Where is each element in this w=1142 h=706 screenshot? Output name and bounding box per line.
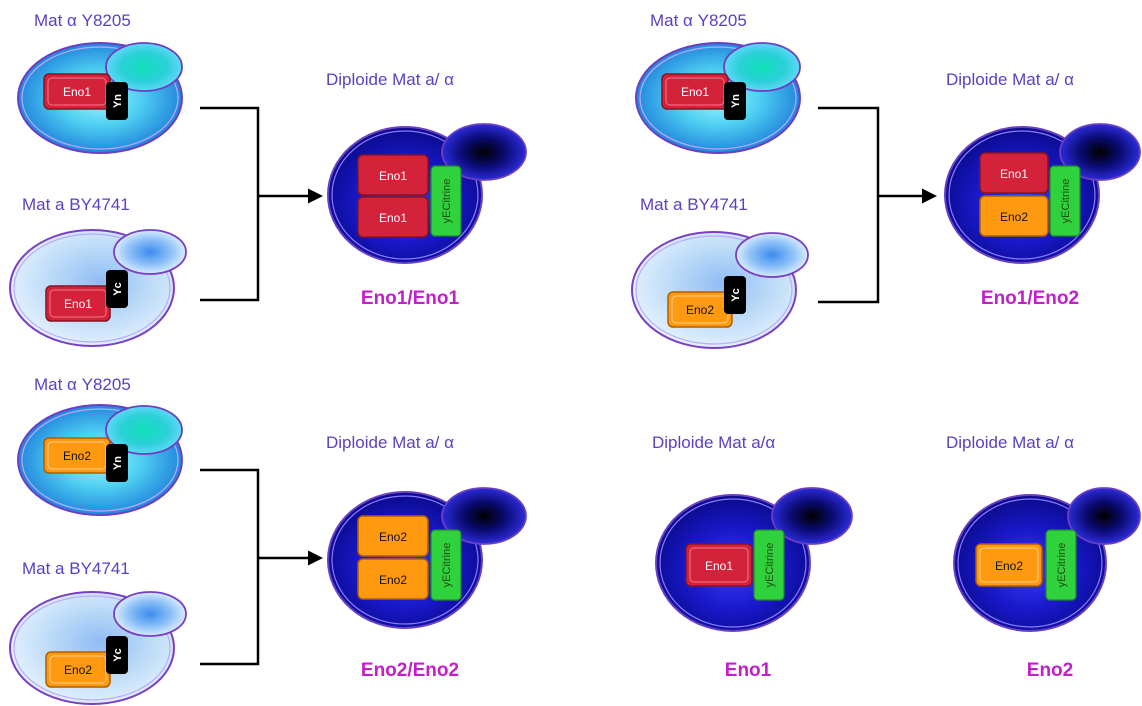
eno2-protein-box: Eno2 [64,663,92,677]
mat-a-label: Mat a BY4741 [22,559,130,578]
yn-tag: Yn [112,94,124,108]
eno1-protein-box: Eno1 [705,559,733,573]
mat-a-cell: Eno1 Yc [9,229,187,347]
result-label: Eno2/Eno2 [361,660,459,681]
panel-eno1-eno1: Mat α Y8205 Eno1 Yn Mat a BY4741 Eno1 Yc… [9,11,527,347]
mat-alpha-cell: Eno1 Yn [17,42,183,154]
panel-eno1-eno2: Mat α Y8205 Eno1 Yn Mat a BY4741 Eno2 Yc… [631,11,1141,349]
panel-eno1-control: Diploide Mat a/α Eno1 yECitrine Eno1 [652,433,853,681]
mat-a-cell: Eno2 Yc [9,591,187,705]
mat-alpha-cell: Eno2 Yn [17,404,183,516]
eno2-protein-box: Eno2 [1000,210,1028,224]
diploid-cell: Eno1 Eno2 yECitrine [944,123,1141,264]
mat-a-label: Mat a BY4741 [22,195,130,214]
diploid-cell: Eno2 yECitrine [953,487,1141,632]
eno1-protein-box: Eno1 [681,85,709,99]
yc-tag: Yc [112,282,124,295]
eno1-protein-box: Eno1 [63,85,91,99]
yecitrine-reporter: yECitrine [441,179,453,224]
diploid-label: Diploide Mat a/ α [326,433,454,452]
yc-tag: Yc [730,288,742,301]
yecitrine-reporter: yECitrine [1060,179,1072,224]
panel-eno2-control: Diploide Mat a/ α Eno2 yECitrine Eno2 [946,433,1141,681]
yc-tag: Yc [112,648,124,661]
diploid-cell: Eno2 Eno2 yECitrine [327,487,527,629]
yecitrine-reporter: yECitrine [1056,543,1068,588]
yecitrine-reporter: yECitrine [441,543,453,588]
diploid-cell: Eno1 Eno1 yECitrine [327,123,527,264]
eno2-protein-box: Eno2 [63,449,91,463]
mating-bracket [818,106,880,304]
panel-eno2-eno2: Mat α Y8205 Eno2 Yn Mat a BY4741 Eno2 Yc… [9,375,527,705]
eno2-protein-box: Eno2 [379,530,407,544]
diploid-cell: Eno1 yECitrine [655,487,853,632]
eno2-protein-box: Eno2 [686,303,714,317]
mat-alpha-label: Mat α Y8205 [34,375,131,394]
result-label: Eno1/Eno2 [981,288,1079,309]
eno2-protein-box: Eno2 [995,559,1023,573]
yn-tag: Yn [730,94,742,108]
eno1-protein-box: Eno1 [64,297,92,311]
mating-bracket [200,468,260,666]
eno1-protein-box: Eno1 [379,211,407,225]
result-label: Eno2 [1027,660,1073,681]
eno2-protein-box: Eno2 [379,573,407,587]
mat-alpha-label: Mat α Y8205 [34,11,131,30]
mating-bracket [200,106,260,302]
mat-alpha-cell: Eno1 Yn [635,42,801,154]
diploid-label: Diploide Mat a/ α [946,70,1074,89]
result-label: Eno1/Eno1 [361,288,460,309]
yn-tag: Yn [112,456,124,470]
eno1-protein-box: Eno1 [379,169,407,183]
diploid-label: Diploide Mat a/ α [946,433,1074,452]
yecitrine-reporter: yECitrine [764,543,776,588]
diploid-label: Diploide Mat a/α [652,433,775,452]
diploid-label: Diploide Mat a/ α [326,70,454,89]
result-label: Eno1 [725,660,772,681]
eno1-protein-box: Eno1 [1000,167,1028,181]
mat-a-label: Mat a BY4741 [640,195,748,214]
mat-alpha-label: Mat α Y8205 [650,11,747,30]
mat-a-cell: Eno2 Yc [631,231,809,349]
